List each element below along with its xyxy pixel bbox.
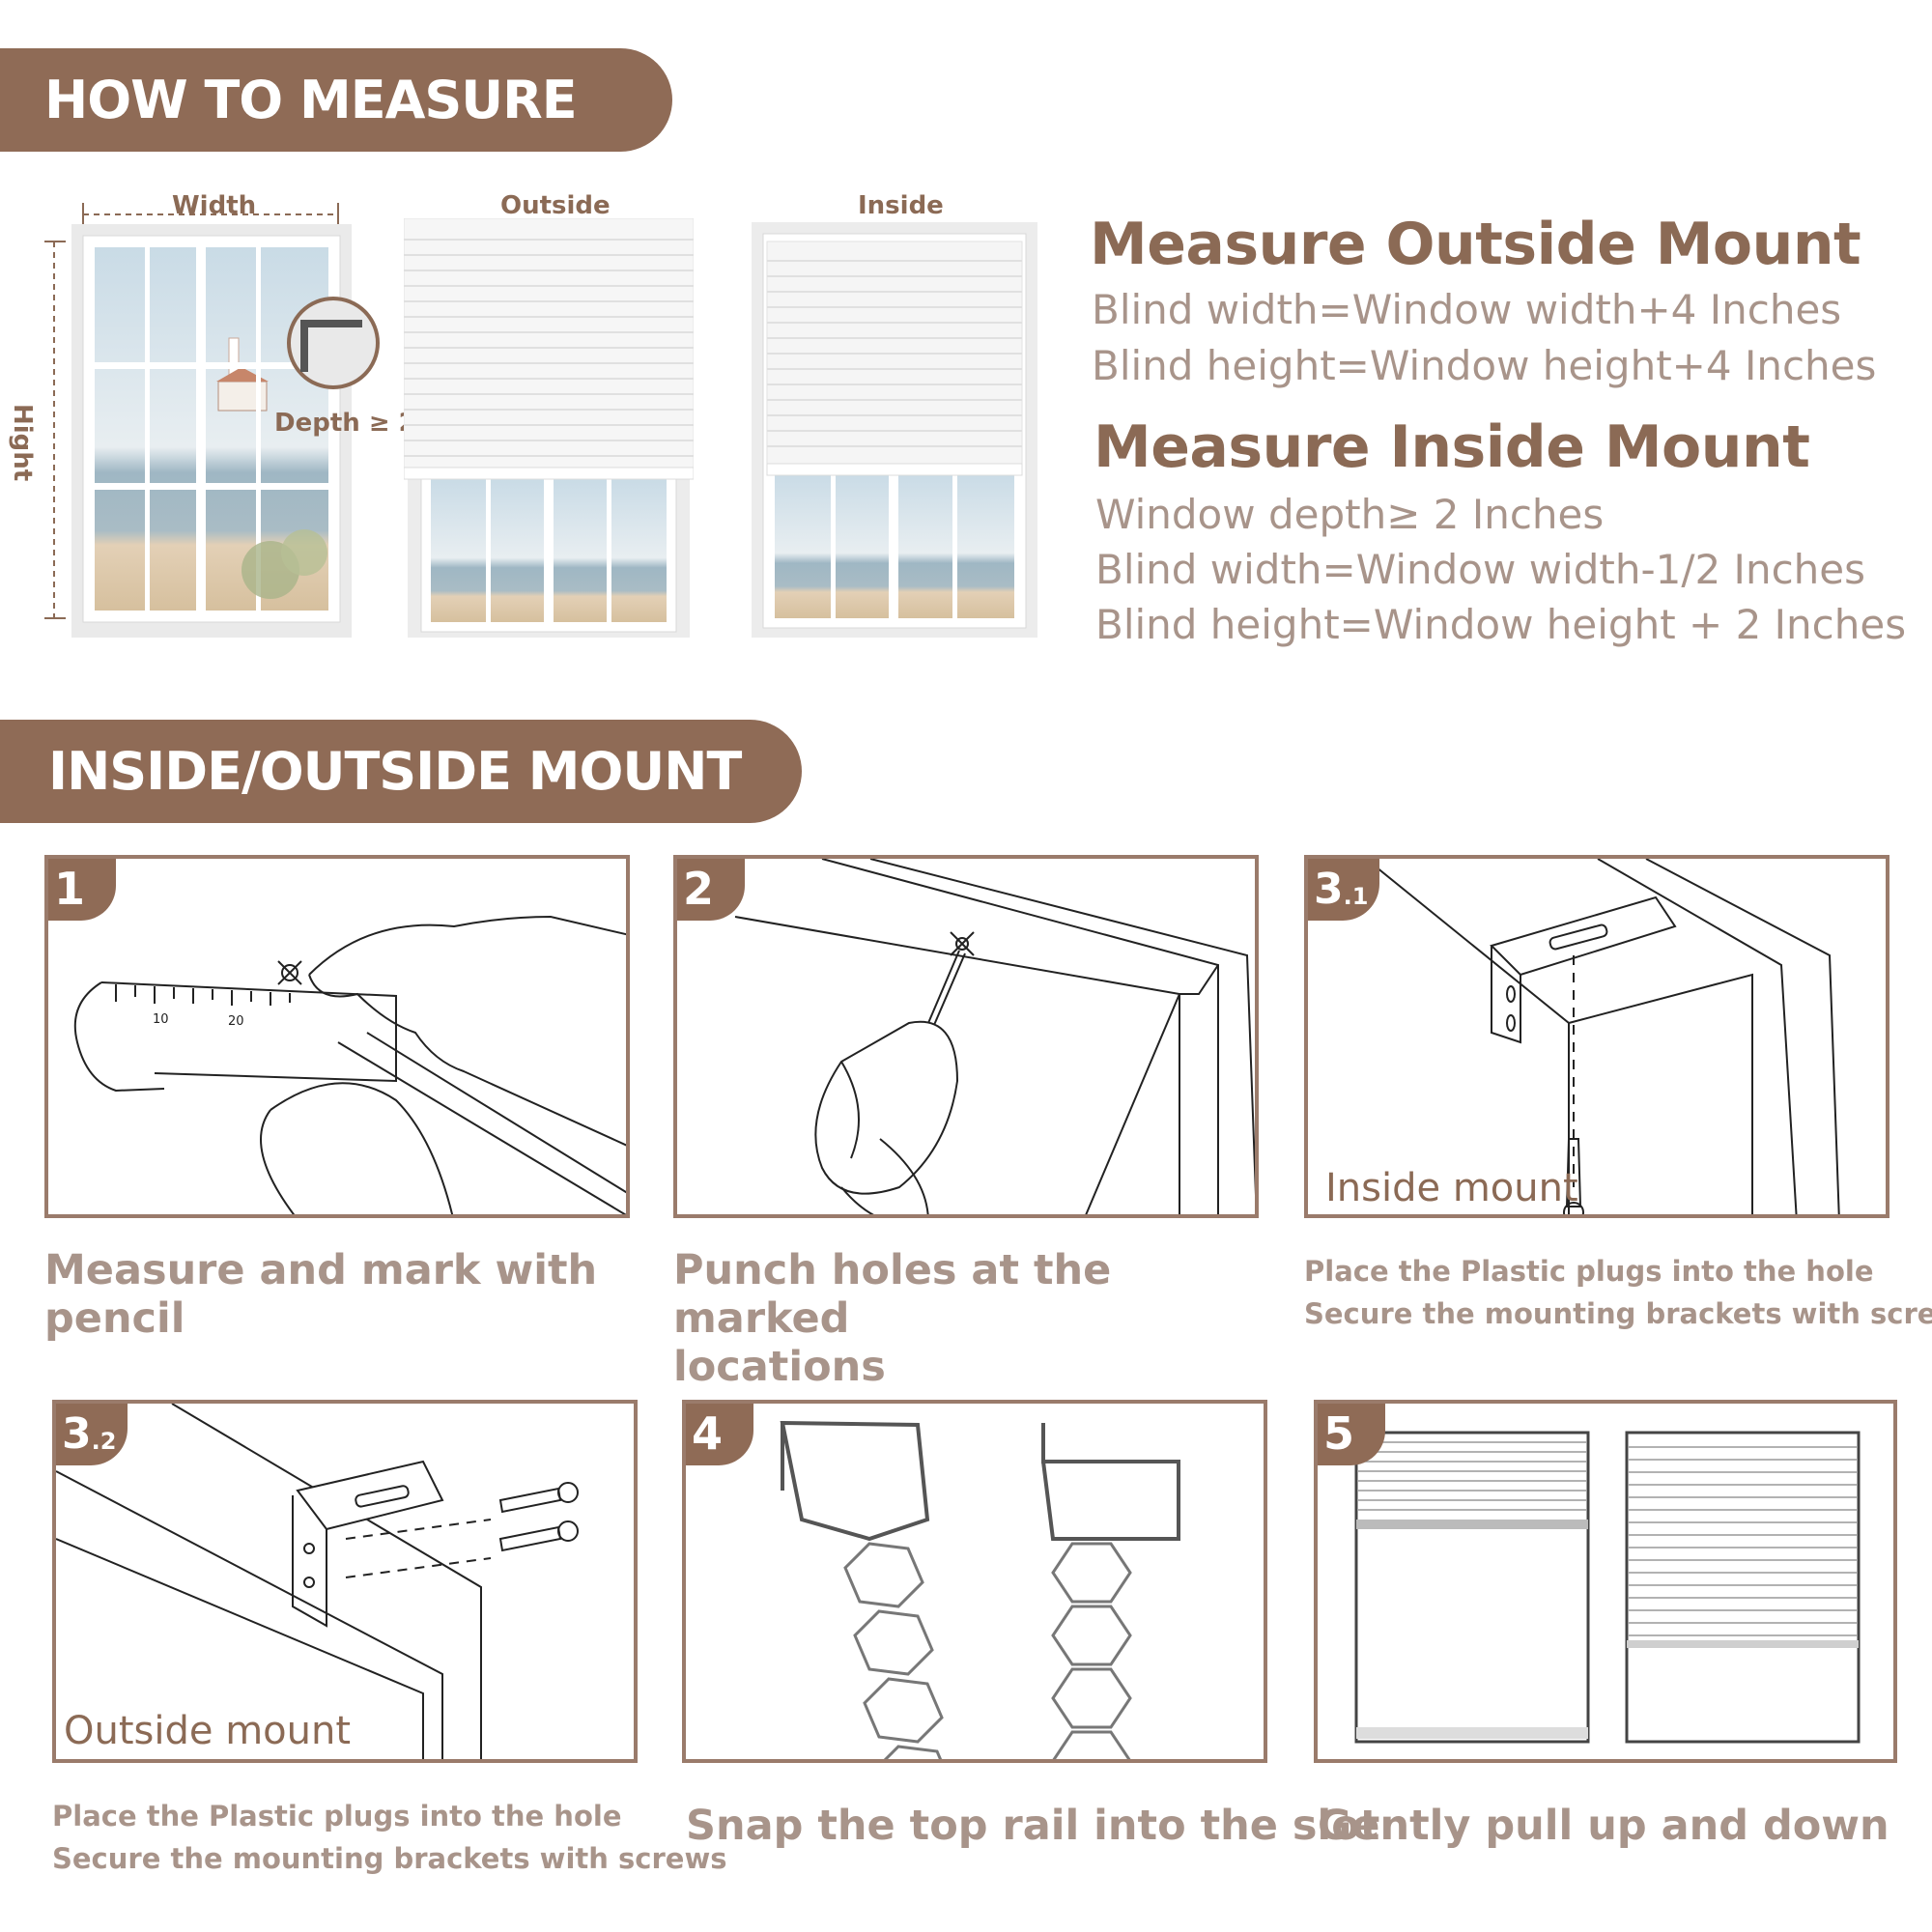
step-3-1-badge: 3.1 xyxy=(1308,859,1379,921)
step-2-badge: 2 xyxy=(677,859,745,921)
step-2-caption-line-1: Punch holes at the marked xyxy=(673,1246,1112,1343)
outside-line-1: Blind width=Window width+4 Inches xyxy=(1092,286,1842,333)
step-3-2-panel: 3.2 Outside mount xyxy=(52,1400,638,1763)
snap-top-rail-illustration xyxy=(780,1420,1180,1759)
inside-outside-mount-banner: INSIDE/OUTSIDE MOUNT xyxy=(0,720,802,823)
step-3-2-caption: Place the Plastic plugs into the hole Se… xyxy=(52,1795,727,1880)
step-3-1-caption-line-2: Secure the mounting brackets with screws xyxy=(1304,1297,1932,1330)
step-5-panel: 5 xyxy=(1314,1400,1897,1763)
measure-outside-title: Measure Outside Mount xyxy=(1090,211,1861,278)
step-3-2-subnumber: .2 xyxy=(91,1428,117,1455)
step-3-2-number: 3 xyxy=(62,1408,92,1459)
step-4-number: 4 xyxy=(692,1407,724,1460)
step-1-number: 1 xyxy=(54,863,86,915)
hight-label: Hight xyxy=(8,404,37,482)
inside-outside-mount-title: INSIDE/OUTSIDE MOUNT xyxy=(48,741,742,802)
step-3-2-caption-line-2: Secure the mounting brackets with screws xyxy=(52,1842,727,1875)
step-5-caption-line-1: Gently pull up and down xyxy=(1318,1802,1889,1850)
ruler-tick-10: 10 xyxy=(153,1012,169,1027)
step-1-caption-line-2: pencil xyxy=(44,1294,185,1343)
step-3-1-number: 3 xyxy=(1314,864,1344,914)
how-to-measure-title: HOW TO MEASURE xyxy=(44,70,578,130)
window-dimensions-illustration xyxy=(44,203,380,638)
ruler-tick-20: 20 xyxy=(228,1014,244,1029)
outside-mount-label: Outside mount xyxy=(64,1709,352,1753)
step-5-number: 5 xyxy=(1323,1407,1355,1460)
measure-inside-title: Measure Inside Mount xyxy=(1094,413,1810,481)
inside-mount-label: Inside mount xyxy=(1325,1166,1578,1210)
inside-line-3: Blind height=Window height + 2 Inches xyxy=(1095,601,1907,648)
inside-caption: Inside xyxy=(858,191,944,220)
step-5-caption: Gently pull up and down xyxy=(1318,1802,1889,1850)
outside-line-2: Blind height=Window height+4 Inches xyxy=(1092,342,1877,389)
step-1-caption: Measure and mark with pencil xyxy=(44,1246,643,1343)
measure-and-mark-illustration: 10 20 xyxy=(73,915,626,1214)
step-4-caption: Snap the top rail into the slot xyxy=(686,1802,1379,1850)
step-4-badge: 4 xyxy=(686,1404,753,1465)
inside-line-1: Window depth≥ 2 Inches xyxy=(1095,491,1605,538)
inside-mount-bracket-illustration xyxy=(1365,859,1840,1214)
step-2-caption: Punch holes at the marked locations xyxy=(673,1246,1272,1391)
step-5-badge: 5 xyxy=(1318,1404,1385,1465)
step-1-caption-line-1: Measure and mark with xyxy=(44,1246,598,1294)
step-4-panel: 4 xyxy=(682,1400,1267,1763)
inside-line-2: Blind width=Window width-1/2 Inches xyxy=(1095,546,1865,593)
width-label: Width xyxy=(172,191,257,220)
outside-caption: Outside xyxy=(500,191,611,220)
step-3-1-panel: 3.1 Inside mount xyxy=(1304,855,1889,1218)
step-3-1-caption: Place the Plastic plugs into the hole Se… xyxy=(1304,1250,1932,1335)
step-1-badge: 1 xyxy=(48,859,116,921)
step-2-number: 2 xyxy=(683,863,715,915)
step-3-2-caption-line-1: Place the Plastic plugs into the hole xyxy=(52,1800,622,1833)
inside-mount-window-illustration xyxy=(752,222,1037,638)
outside-mount-bracket-illustration xyxy=(56,1404,579,1759)
outside-mount-window-illustration xyxy=(404,218,694,638)
drill-holes-illustration xyxy=(734,859,1255,1214)
step-3-1-caption-line-1: Place the Plastic plugs into the hole xyxy=(1304,1255,1874,1288)
how-to-measure-banner: HOW TO MEASURE xyxy=(0,48,672,152)
pull-up-and-down-illustration xyxy=(1354,1431,1861,1744)
step-3-2-badge: 3.2 xyxy=(56,1404,128,1465)
step-2-panel: 2 xyxy=(673,855,1259,1218)
step-1-panel: 10 20 1 xyxy=(44,855,630,1218)
step-2-caption-line-2: locations xyxy=(673,1343,886,1391)
step-3-1-subnumber: .1 xyxy=(1343,883,1369,910)
step-4-caption-line-1: Snap the top rail into the slot xyxy=(686,1802,1380,1850)
